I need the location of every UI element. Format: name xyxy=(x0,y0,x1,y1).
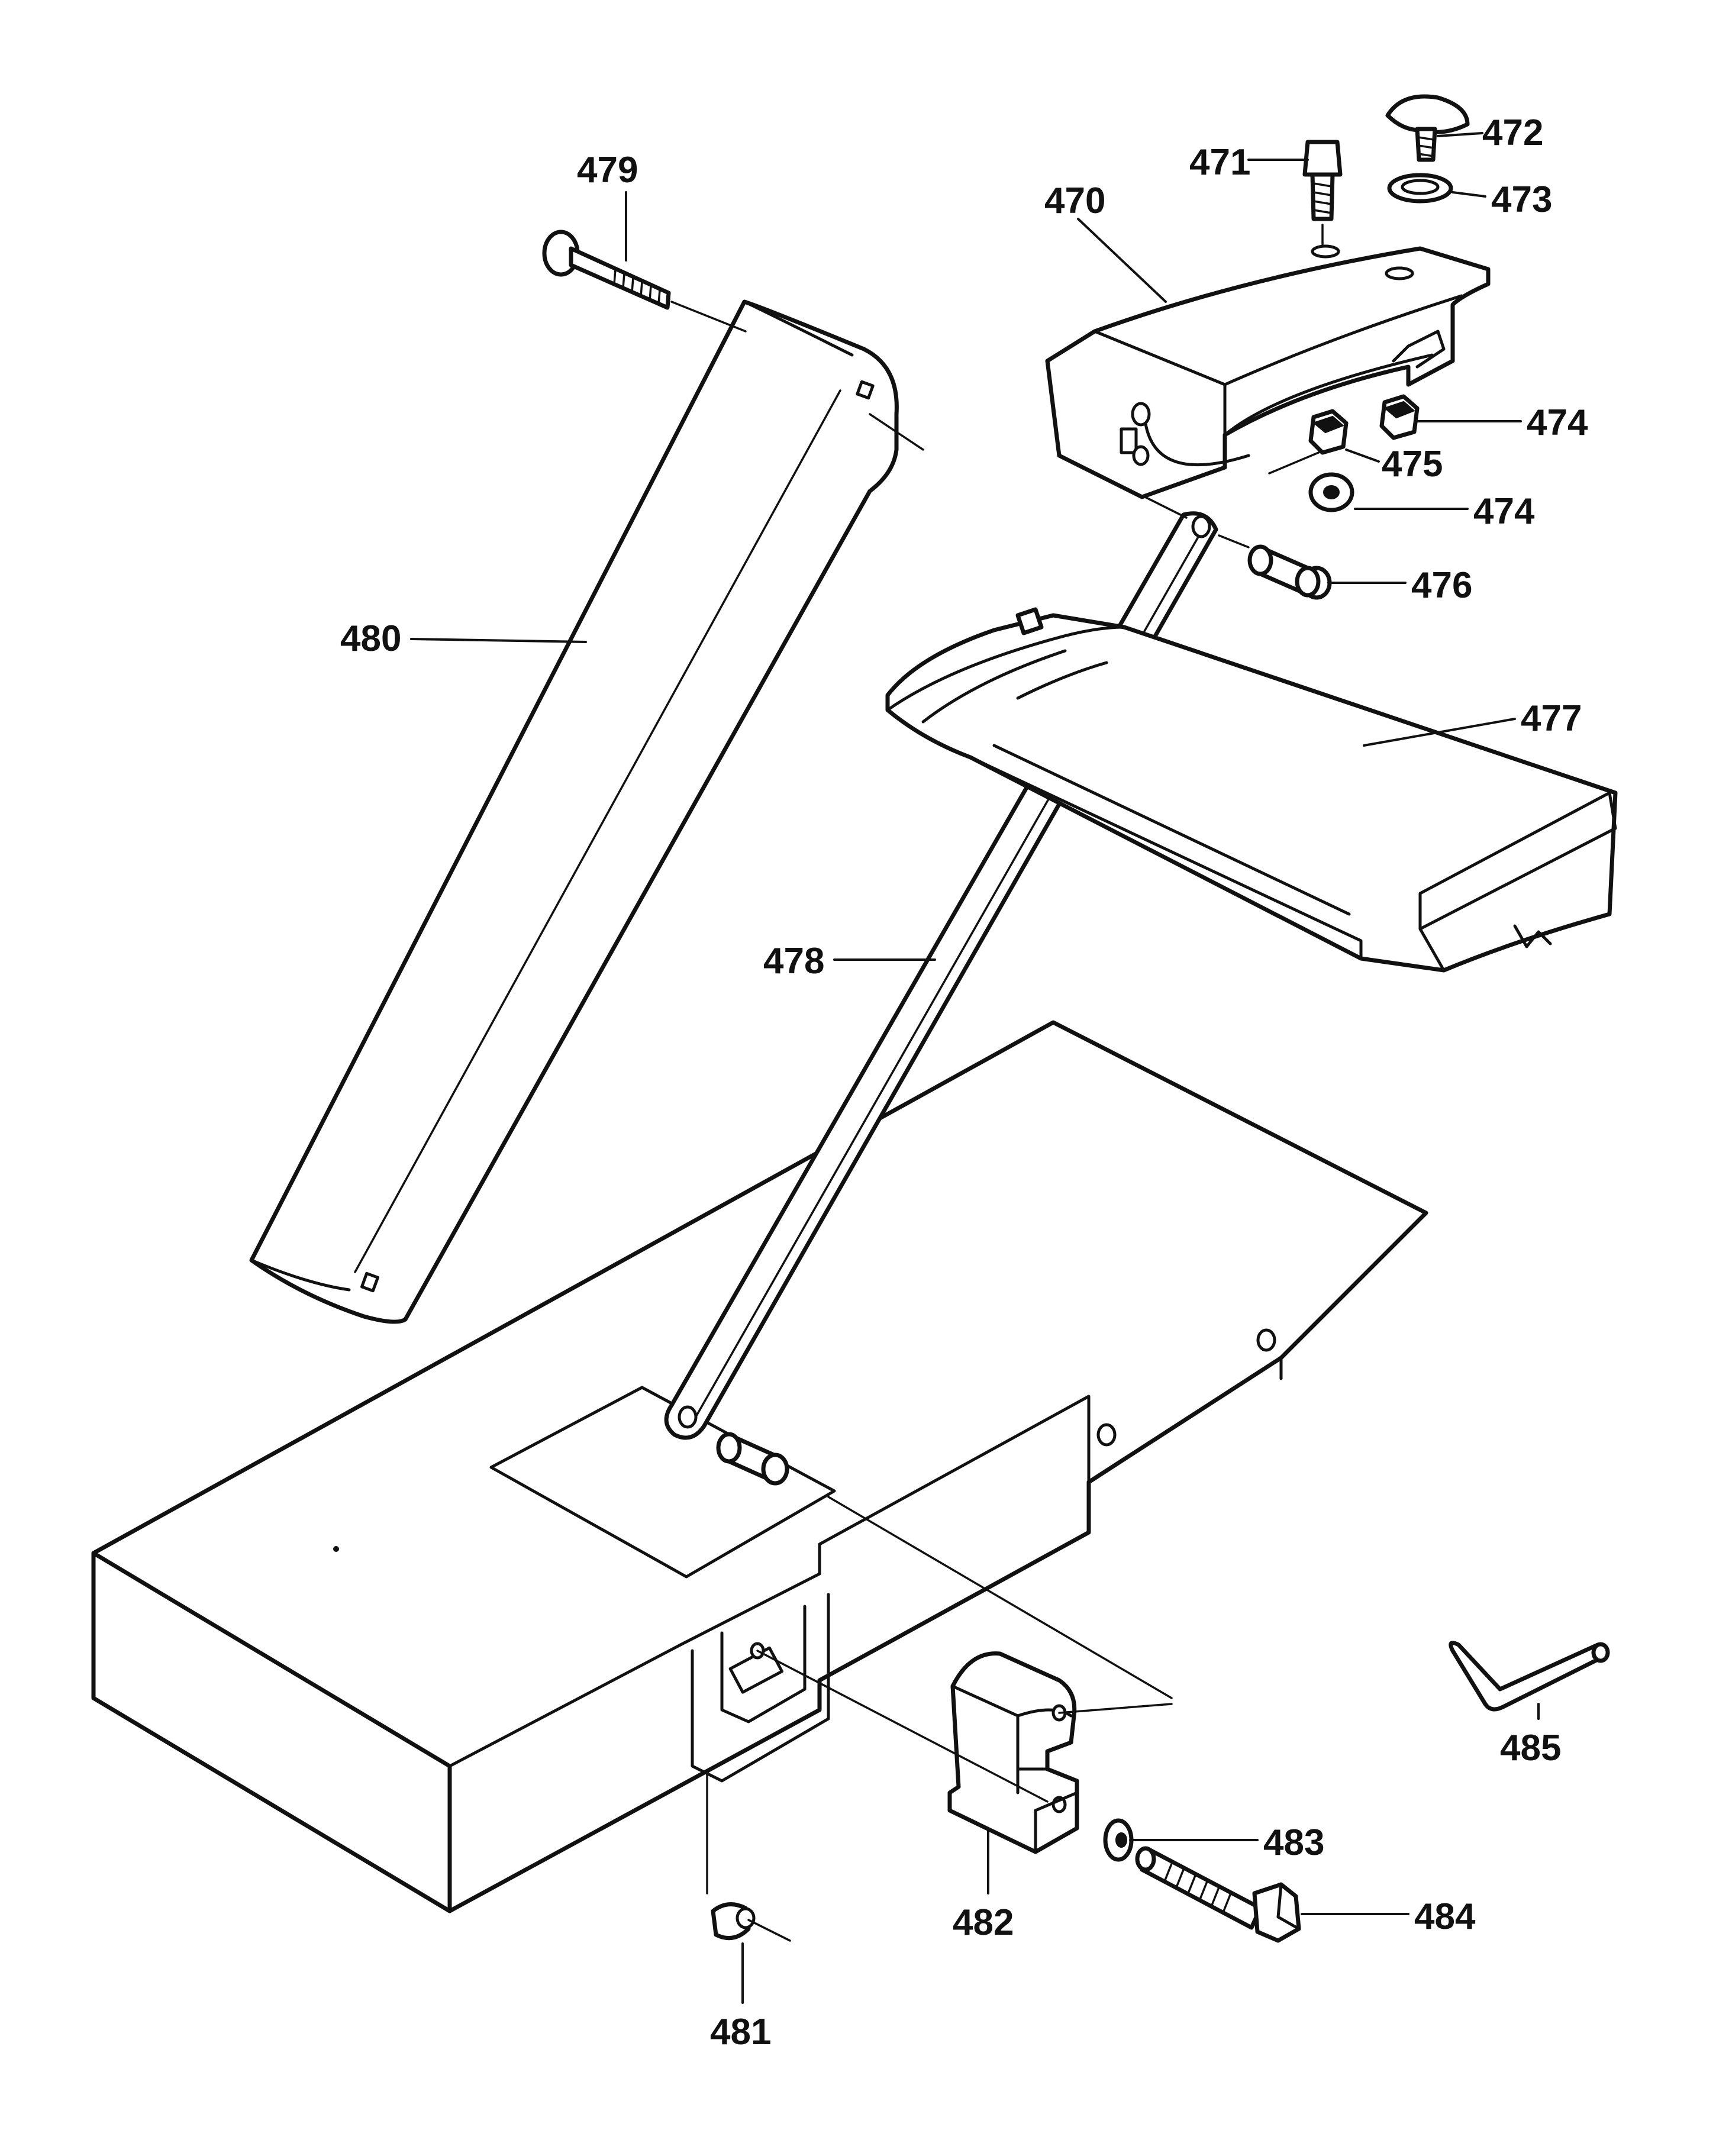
callout-483: 483 xyxy=(1263,1822,1324,1863)
callout-470: 470 xyxy=(1044,180,1105,221)
callout-leaders xyxy=(410,132,1540,2004)
part-471-bolt xyxy=(1302,140,1343,247)
part-474-nut-upper xyxy=(1379,394,1420,440)
callout-labels: 479 471 470 472 473 474 475 474 476 477 … xyxy=(340,112,1588,2052)
callout-482: 482 xyxy=(953,1902,1014,1943)
part-473-washer xyxy=(1387,173,1453,204)
part-476-pin xyxy=(1218,534,1332,600)
callout-473: 473 xyxy=(1491,179,1552,220)
callout-472: 472 xyxy=(1482,112,1543,153)
part-482-hinge-block xyxy=(947,1651,1079,1854)
part-472-knob xyxy=(1385,94,1470,162)
part-477-fence xyxy=(885,607,1618,973)
part-484-hex-bolt xyxy=(1135,1846,1301,1943)
part-pin-lower xyxy=(716,1432,789,1486)
callout-474-lower: 474 xyxy=(1473,491,1535,532)
callout-480: 480 xyxy=(340,618,401,659)
part-475-nut xyxy=(1308,409,1349,455)
callout-477: 477 xyxy=(1521,698,1582,739)
assembly-lines xyxy=(706,413,1173,1894)
callout-474-upper: 474 xyxy=(1527,402,1588,443)
callout-485: 485 xyxy=(1500,1728,1561,1768)
callout-479: 479 xyxy=(577,150,638,191)
callout-484: 484 xyxy=(1414,1896,1476,1937)
part-483-washer xyxy=(1103,1818,1134,1862)
part-485-hex-key xyxy=(1449,1641,1610,1712)
callout-476: 476 xyxy=(1411,565,1472,606)
callout-471: 471 xyxy=(1189,142,1250,183)
part-479-bolt xyxy=(542,230,747,333)
callout-475: 475 xyxy=(1382,444,1443,485)
callout-481: 481 xyxy=(710,2012,771,2052)
part-480-guard xyxy=(249,299,899,1324)
part-481-nut xyxy=(711,1902,791,1942)
part-474-nut-lower xyxy=(1308,472,1354,512)
part-470-housing xyxy=(1045,244,1491,499)
callout-478: 478 xyxy=(763,941,824,982)
